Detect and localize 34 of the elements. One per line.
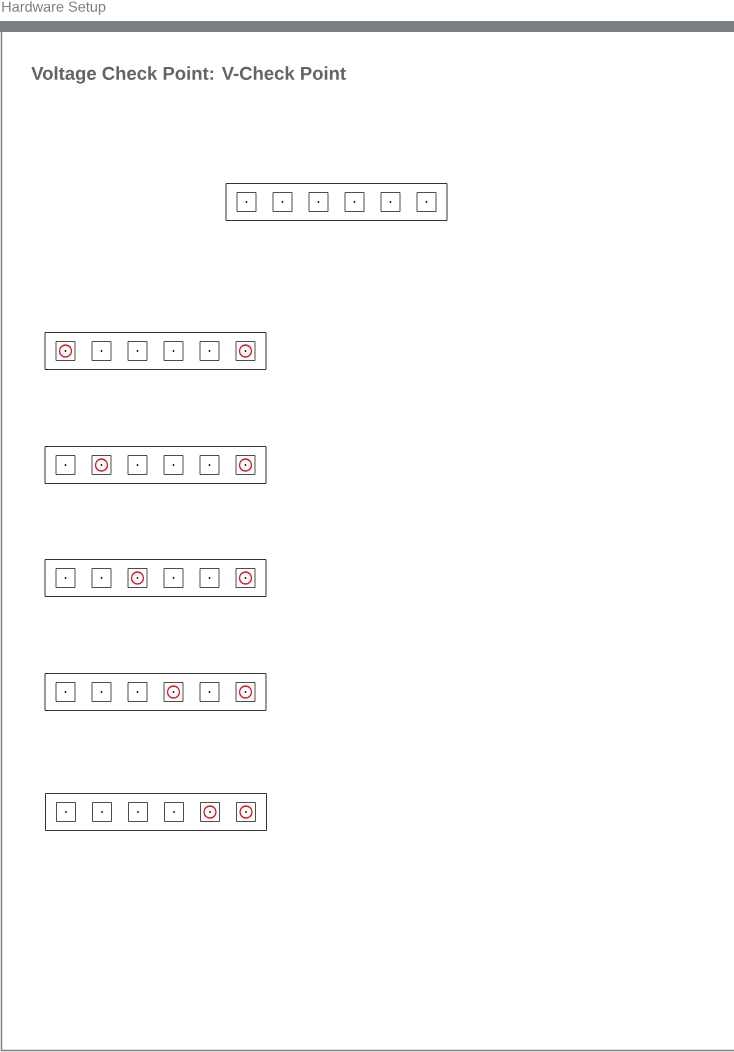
pin [56,802,76,822]
pin [199,455,220,475]
pin [55,682,76,702]
pin [91,682,112,702]
pin [416,192,437,212]
pin [127,682,148,702]
pin-header [225,183,448,221]
pin [92,802,112,822]
pin [163,568,184,588]
pin-header [45,793,267,831]
pin [344,192,365,212]
pin [199,341,220,361]
pin [199,682,220,702]
pin [91,341,112,361]
pin-header [44,559,267,597]
pin-header [44,673,267,711]
pin [127,455,148,475]
pin [236,192,257,212]
pin [199,568,220,588]
pin [55,568,76,588]
pin [128,802,148,822]
pin [91,568,112,588]
pin [272,192,293,212]
pin-header [44,446,267,484]
pin [380,192,401,212]
pin [164,802,184,822]
pin-header [44,332,267,370]
pin [127,341,148,361]
pin [55,455,76,475]
page-title: Voltage Check Point: V-Check Point [31,66,346,84]
pin [163,455,184,475]
pin [163,341,184,361]
section-header: Hardware Setup [2,1,106,15]
pin [308,192,329,212]
